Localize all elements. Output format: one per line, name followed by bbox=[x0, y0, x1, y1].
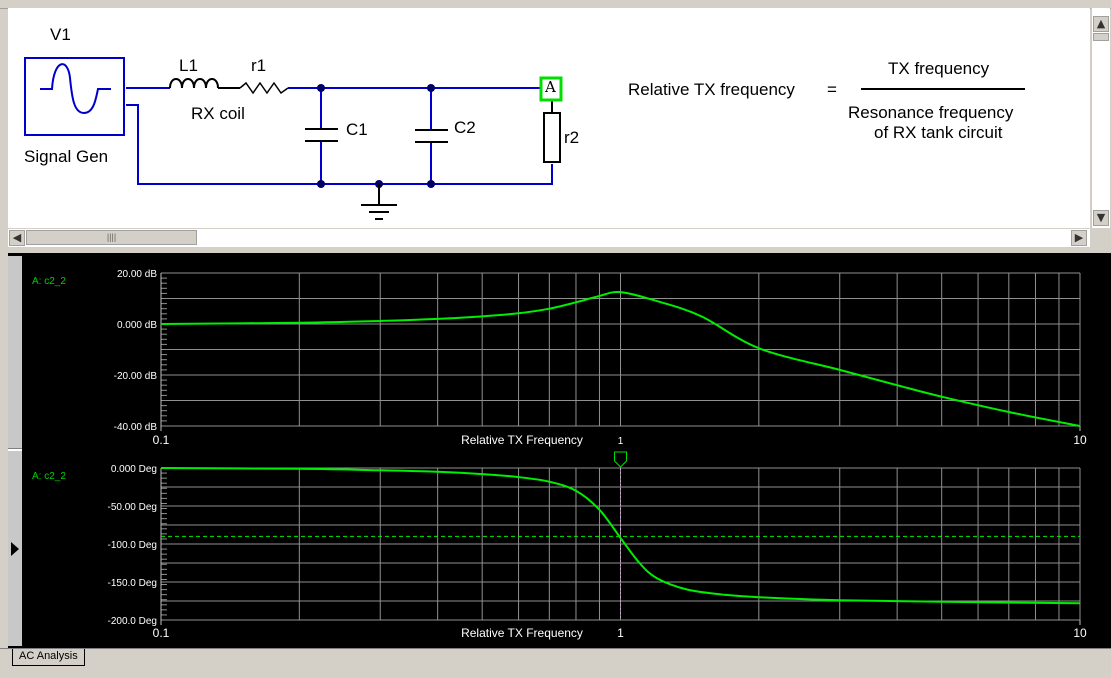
resistor-r1-label: r1 bbox=[251, 56, 267, 75]
chevron-right-icon: ▶ bbox=[1074, 231, 1084, 244]
equation-numerator: TX frequency bbox=[888, 59, 990, 78]
x-tick-label: 1 bbox=[617, 626, 624, 640]
ground-icon bbox=[361, 184, 397, 220]
capacitor-c2-symbol bbox=[415, 129, 448, 143]
plot-selector-strip[interactable] bbox=[8, 256, 22, 646]
inductor-symbol bbox=[169, 78, 219, 89]
sine-wave-icon bbox=[40, 63, 111, 115]
y-tick-label: 20.00 dB bbox=[117, 269, 157, 280]
source-label: Signal Gen bbox=[24, 147, 109, 166]
y-tick-label: -50.00 Deg bbox=[108, 502, 157, 513]
series-line bbox=[160, 290, 1081, 427]
scroll-left-button[interactable]: ◀ bbox=[9, 230, 25, 246]
tab-bar bbox=[0, 648, 1111, 673]
y-tick-label: -200.0 Deg bbox=[108, 616, 157, 627]
x-tick-label: 10 bbox=[1073, 626, 1087, 640]
plot-divider bbox=[8, 448, 22, 451]
chevron-down-icon: ▼ bbox=[1096, 211, 1106, 224]
x-tick-label: 10 bbox=[1073, 433, 1087, 447]
x-tick-label: 0.1 bbox=[153, 626, 170, 640]
equation-equals: = bbox=[827, 80, 837, 99]
x-tick-label: 0.1 bbox=[153, 433, 170, 447]
capacitor-c1-symbol bbox=[305, 128, 338, 142]
capacitor-c2-label: C2 bbox=[454, 118, 476, 137]
x-tick-label: 1 bbox=[618, 436, 624, 447]
scroll-up-button[interactable]: ▲ bbox=[1093, 16, 1109, 32]
resistor-r2-symbol bbox=[543, 112, 561, 163]
chevron-up-icon: ▲ bbox=[1096, 17, 1106, 30]
capacitor-c1-label: C1 bbox=[346, 120, 368, 139]
y-tick-label: -150.0 Deg bbox=[108, 578, 157, 589]
y-tick-label: -20.00 dB bbox=[114, 371, 158, 382]
trace-label: A: c2_2 bbox=[32, 276, 66, 287]
x-axis-label: Relative TX Frequency bbox=[461, 433, 583, 447]
chevron-left-icon: ◀ bbox=[12, 231, 22, 244]
vertical-scroll-thumb[interactable] bbox=[1093, 33, 1109, 41]
y-tick-label: 0.000 dB bbox=[117, 320, 157, 331]
wires bbox=[126, 87, 553, 185]
horizontal-scrollbar[interactable]: ◀ |||| ▶ bbox=[8, 229, 1090, 247]
scroll-down-button[interactable]: ▼ bbox=[1093, 210, 1109, 226]
equation-denominator-line2: of RX tank circuit bbox=[874, 123, 1003, 142]
vertical-scrollbar[interactable]: ▲ ▼ bbox=[1091, 8, 1110, 228]
grip-icon: |||| bbox=[106, 232, 117, 242]
y-tick-label: -100.0 Deg bbox=[108, 540, 157, 551]
series-line bbox=[160, 467, 1081, 605]
tab-ac-analysis[interactable]: AC Analysis bbox=[12, 649, 85, 666]
schematic-drawing bbox=[24, 57, 1025, 220]
equation-denominator-line1: Resonance frequency bbox=[848, 103, 1014, 122]
horizontal-scroll-thumb[interactable]: |||| bbox=[26, 230, 197, 245]
active-plot-arrow-icon[interactable] bbox=[11, 542, 19, 556]
schematic-canvas[interactable]: V1 Signal Gen L1 RX coil r1 C1 C2 r2 A R… bbox=[8, 8, 1090, 228]
y-tick-label: 0.000 Deg bbox=[111, 464, 157, 475]
cursor-marker-icon[interactable] bbox=[614, 451, 627, 468]
signal-generator-symbol[interactable] bbox=[24, 57, 125, 136]
trace-label: A: c2_2 bbox=[32, 471, 66, 482]
resistor-r1-symbol bbox=[239, 81, 289, 95]
probe-label: A bbox=[545, 78, 556, 96]
probe-a-marker[interactable] bbox=[539, 76, 563, 102]
resistor-r2-label: r2 bbox=[564, 128, 580, 147]
equation-lhs: Relative TX frequency bbox=[628, 80, 795, 99]
source-ref-label: V1 bbox=[50, 25, 71, 44]
y-tick-label: -40.00 dB bbox=[114, 422, 158, 433]
x-axis-label: Relative TX Frequency bbox=[461, 626, 583, 640]
scroll-right-button[interactable]: ▶ bbox=[1071, 230, 1087, 246]
junction-dots bbox=[317, 84, 435, 188]
inductor-label: RX coil bbox=[191, 104, 245, 123]
inductor-ref-label: L1 bbox=[179, 56, 198, 75]
